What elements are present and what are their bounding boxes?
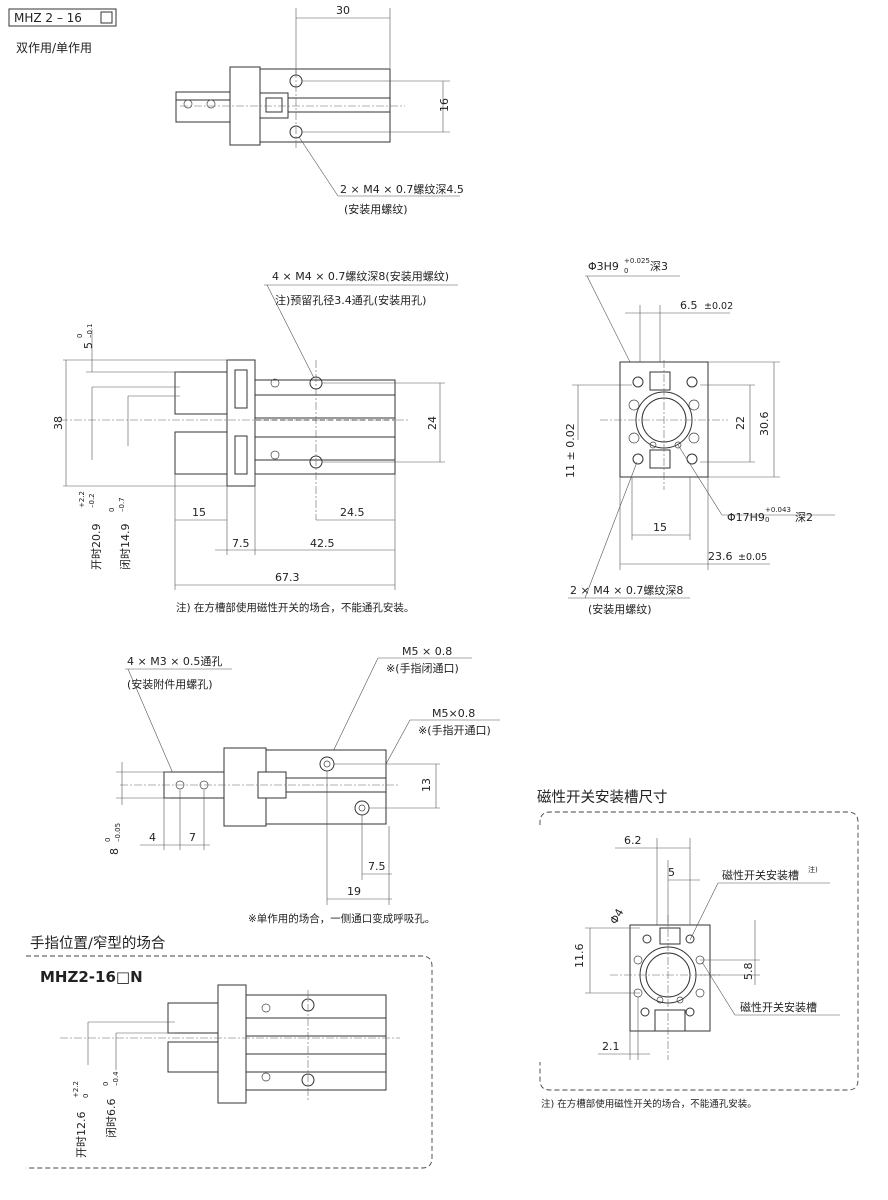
dim-phi4: Φ4 [607,906,626,926]
port1-note: ※(手指闭通口) [386,661,459,675]
dim-24: 24 [426,416,439,430]
side-finger-upper [174,371,228,415]
dim-6-5: 6.5 [680,299,698,312]
svg-text:±0.05: ±0.05 [738,552,767,563]
side-close-label: 闭时14.9 [119,524,132,571]
svg-text:0: 0 [102,1082,110,1086]
switch-title: 磁性开关安装槽尺寸 [537,789,668,806]
svg-text:+2.2: +2.2 [72,1081,80,1098]
narrow-title: 手指位置/窄型的场合 [30,934,166,952]
dim-6-2: 6.2 [624,834,642,847]
narrow-section: 手指位置/窄型的场合 MHZ2-16□N 开时12.6 +2.2 0 闭时6.6… [26,934,433,1169]
single-action-note: ※单作用的场合，一侧通口变成呼吸孔。 [248,912,435,925]
side-dim-42-5: 42.5 [310,537,335,550]
dim-7: 7 [189,831,196,844]
narrow-body [245,994,387,1091]
dim-16: 16 [438,98,451,112]
svg-text:–0.4: –0.4 [112,1071,120,1086]
narrow-open-label: 开时12.6 [75,1112,88,1159]
side-dim-7-5: 7.5 [232,537,250,550]
svg-text:–0.7: –0.7 [118,497,126,512]
narrow-body-head [217,984,247,1104]
narrow-close-label: 闭时6.6 [105,1099,118,1139]
side-dim-67-3: 67.3 [275,571,300,584]
slot-label-1: 磁性开关安装槽 [722,868,799,882]
svg-text:0: 0 [104,838,112,842]
svg-text:–0.2: –0.2 [88,493,96,508]
end-dim-15: 15 [653,521,667,534]
svg-text:+2.2: +2.2 [78,491,86,508]
svg-text:–0.1: –0.1 [86,323,94,338]
dim-23-6: 23.6 [708,550,733,563]
port2-label: M5×0.8 [432,707,475,720]
narrow-finger-upper [167,1002,219,1034]
dim-30-6: 30.6 [758,412,771,437]
slot-label-2: 磁性开关安装槽 [740,1000,817,1014]
port1-label: M5 × 0.8 [402,645,452,658]
svg-text:0: 0 [108,508,116,512]
side-note: 注) 在方槽部使用磁性开关的场合，不能通孔安装。 [176,601,414,614]
svg-text:0: 0 [624,267,628,275]
svg-text:0: 0 [765,516,769,524]
svg-text:0: 0 [76,334,84,338]
top-thread-callout: 2 × M4 × 0.7螺纹深4.5 [340,182,464,196]
svg-text:–0.05: –0.05 [114,823,122,842]
dim-2-1: 2.1 [602,1040,620,1053]
dim-5: 5 [668,866,675,879]
svg-text:0: 0 [82,1094,90,1098]
switch-section: 磁性开关安装槽尺寸 6.2 5 Φ4 11.6 5 [537,789,859,1110]
side-hole-note: 注)预留孔径3.4通孔(安装用孔) [275,293,426,307]
dim-11-6: 11.6 [573,944,586,969]
side-dim-24-5: 24.5 [340,506,365,519]
side-view: 4 × M4 × 0.7螺纹深8(安装用螺纹) 注)预留孔径3.4通孔(安装用孔… [52,269,458,614]
side-dim-15: 15 [192,506,206,519]
dim-13: 13 [420,778,433,792]
svg-text:+0.043: +0.043 [765,506,791,514]
m3-callout: 4 × M3 × 0.5通孔 [127,655,222,668]
action-label: 双作用/单作用 [16,41,92,55]
dim-30: 30 [336,4,350,17]
m3-note: (安装附件用螺孔) [127,677,213,691]
svg-text:±0.02: ±0.02 [704,301,733,312]
end-thread-note: (安装用螺纹) [588,602,652,616]
header: MHZ 2 – 16 双作用/单作用 [8,8,117,55]
dim-7-5: 7.5 [368,860,386,873]
narrow-finger-lower [167,1041,219,1073]
dim-5: 5 [82,342,95,349]
side-finger-lower [174,431,228,475]
side-body [254,379,396,475]
svg-text:注): 注) [808,865,818,874]
svg-text:+0.025: +0.025 [624,257,650,265]
dim-8: 8 [108,848,121,855]
dim-4: 4 [149,831,156,844]
end-view: Φ3H9 +0.025 0 深3 6.5 ±0.02 22 [564,257,835,616]
port2-note: ※(手指开通口) [418,723,491,737]
svg-text:深3: 深3 [650,260,668,273]
top-thread-note: (安装用螺纹) [344,202,408,216]
bore-callout: Φ17H9 [727,511,765,524]
pin-callout: Φ3H9 [588,260,619,273]
dim-11: 11 ± 0.02 [564,423,577,478]
dim-38: 38 [52,416,65,430]
model-label: MHZ 2 – 16 [14,11,82,25]
end-thread-callout: 2 × M4 × 0.7螺纹深8 [570,583,683,597]
model-placeholder-box [100,11,113,24]
svg-text:深2: 深2 [795,511,813,524]
switch-note: 注) 在方槽部使用磁性开关的场合，不能通孔安装。 [541,1098,757,1110]
top-view: 30 16 2 × M4 × 0.7螺纹深4.5 (安装用螺纹) [175,4,464,216]
side-thread-callout: 4 × M4 × 0.7螺纹深8(安装用螺纹) [272,269,449,283]
bottom-body-head [223,747,267,827]
dim-22: 22 [734,416,747,430]
side-open-label: 开时20.9 [90,524,103,571]
dim-19: 19 [347,885,361,898]
bottom-view: 4 × M3 × 0.5通孔 (安装附件用螺孔) M5 × 0.8 ※(手指闭通… [104,645,500,925]
narrow-model: MHZ2-16□N [40,968,143,986]
dim-5-8: 5.8 [742,963,755,981]
